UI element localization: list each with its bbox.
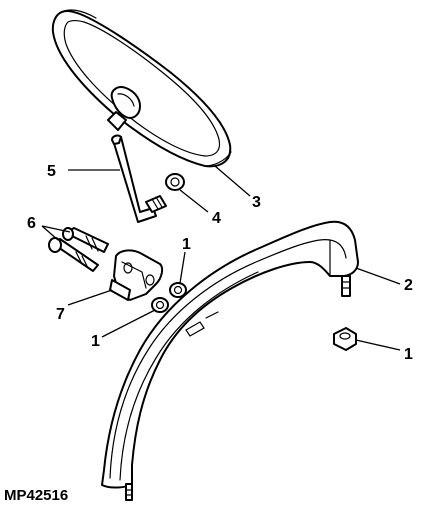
figure-id-label: MP42516 (4, 487, 68, 504)
callout-1-lower: 1 (91, 333, 100, 350)
arm-nut (165, 173, 185, 191)
bolts (48, 227, 109, 272)
mirror-mount-ball (107, 86, 141, 131)
callout-3: 3 (252, 194, 261, 211)
bracket-nut-upper (169, 282, 187, 298)
callout-2: 2 (404, 277, 413, 294)
bracket (109, 249, 164, 301)
callout-numbers: 3 5 4 6 1 7 1 2 1 (27, 163, 413, 363)
rops-stud (341, 275, 351, 297)
leader-lines (41, 165, 401, 351)
mirror-head (51, 9, 232, 168)
bracket-nut-lower (151, 297, 169, 313)
callout-7: 7 (56, 306, 65, 323)
callout-4: 4 (212, 210, 221, 227)
callout-6: 6 (27, 215, 36, 232)
mirror-arm (111, 134, 167, 223)
callout-5: 5 (47, 163, 56, 180)
rops-nut (333, 327, 357, 351)
callout-1-upper: 1 (182, 236, 191, 253)
callout-1-rops: 1 (404, 346, 413, 363)
